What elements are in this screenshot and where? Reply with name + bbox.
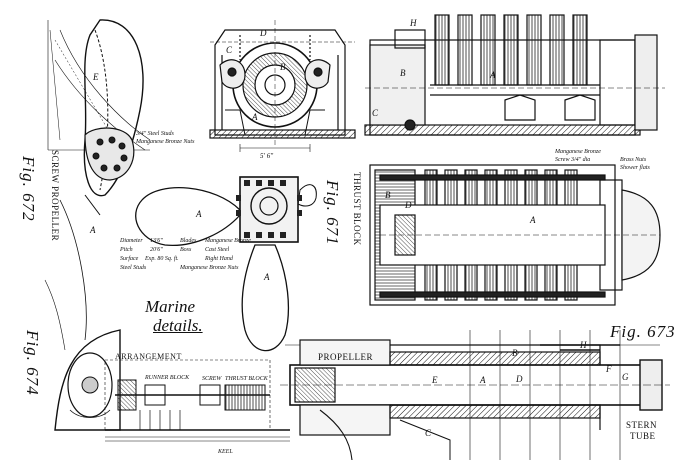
- ref-letter-a-tube: A: [480, 375, 486, 385]
- spec-label-pitch: Pitch: [120, 247, 133, 253]
- arrangement-title: ARRANGEMENT: [115, 352, 182, 361]
- fig671-end-view: [209, 20, 356, 152]
- fig673-caption: Fig. 673: [610, 322, 676, 341]
- tube-label: TUBE: [630, 431, 656, 441]
- ref-letter-f-tube: F: [606, 364, 612, 374]
- note-steel-studs: 3/4" Steel Studs: [136, 131, 174, 137]
- ref-letter-e-tube: E: [432, 375, 438, 385]
- stern-label: STERN: [626, 420, 658, 430]
- spec-material-bronze-nuts: Manganese Bronze Nuts: [180, 265, 239, 271]
- fig672-propeller-front-view: [135, 176, 317, 352]
- spec-label-surface: Surface: [120, 256, 139, 262]
- spec-material-label-blades: Blades: [180, 238, 197, 244]
- ref-letter-b-plan: B: [385, 190, 391, 200]
- ref-letter-b-end: B: [280, 62, 286, 72]
- spec-label-diameter: Diameter: [120, 238, 143, 244]
- ref-letter-e: E: [93, 72, 99, 82]
- note-bronze-nuts: Manganese Bronze Nuts: [136, 139, 195, 145]
- fig674-arrangement: [54, 329, 290, 442]
- fig674-caption: Fig. 674: [23, 330, 42, 396]
- runner-block-label: RUNNER BLOCK: [145, 375, 190, 381]
- spec-material-boss: Cast Steel: [205, 247, 230, 253]
- ref-letter-c-end: C: [226, 45, 233, 55]
- ref-letter-c-tube: C: [425, 428, 432, 438]
- thrust-block-small-label: THRUST BLOCK: [225, 376, 268, 382]
- propeller-label: PROPELLER: [318, 352, 374, 362]
- spec-value-pitch: 20'6": [150, 247, 163, 253]
- ref-letter-a-plan: A: [530, 215, 536, 225]
- ref-letter-a-front: A: [196, 209, 202, 219]
- ref-letter-h-tube: H: [580, 340, 587, 350]
- ref-letter-d-tube: D: [516, 374, 523, 384]
- fig671-plan: [369, 164, 661, 306]
- fig671-elevation: [364, 14, 665, 136]
- ref-letter-a-lower: A: [264, 272, 270, 282]
- keel-label: KEEL: [218, 449, 233, 455]
- note-brass-nuts: Brass Nuts: [620, 157, 647, 163]
- ref-letter-d-plan: D: [405, 200, 412, 210]
- screw-propeller-title: SCREW PROPELLER: [50, 150, 60, 242]
- spec-material-label-boss: Boss: [180, 247, 192, 253]
- thrust-block-title: THRUST BLOCK: [352, 172, 362, 246]
- fig672-blade-side-view: [44, 19, 151, 351]
- ref-letter-a-end: A: [252, 112, 258, 122]
- ref-letter-a-blade: A: [90, 225, 96, 235]
- spec-label-steel-studs: Steel Studs: [120, 265, 147, 271]
- fig672-caption: Fig. 672: [19, 156, 38, 222]
- spec-value-diameter: 13'6": [150, 238, 163, 244]
- ref-letter-d-end: D: [260, 28, 267, 38]
- note-screw-dia: Screw 3/4" dia: [555, 157, 591, 163]
- dimension-label: 5' 6": [260, 152, 274, 160]
- spec-material-blades: Manganese Bronze: [205, 238, 251, 244]
- ref-letter-a-elev: A: [490, 70, 496, 80]
- note-manganese-bronze: Manganese Bronze: [555, 149, 601, 155]
- marine-title-line2: details.: [153, 316, 203, 335]
- ref-letter-b-tube: B: [512, 348, 518, 358]
- spec-value-surface: Exp. 80 Sq. ft.: [145, 256, 179, 262]
- screw-label: SCREW: [202, 376, 222, 382]
- ref-letter-b-elev: B: [400, 68, 406, 78]
- ref-letter-h-elev: H: [410, 18, 417, 28]
- note-shower-flats: Shower flats: [620, 165, 650, 171]
- spec-material-right-hand: Right Hand: [205, 256, 233, 262]
- ref-letter-g-tube: G: [622, 372, 629, 382]
- fig671-caption: Fig. 671: [323, 180, 342, 246]
- fig673-stern-tube: [280, 330, 670, 461]
- marine-title-line1: Marine: [145, 297, 196, 316]
- ref-letter-c-elev: C: [372, 108, 379, 118]
